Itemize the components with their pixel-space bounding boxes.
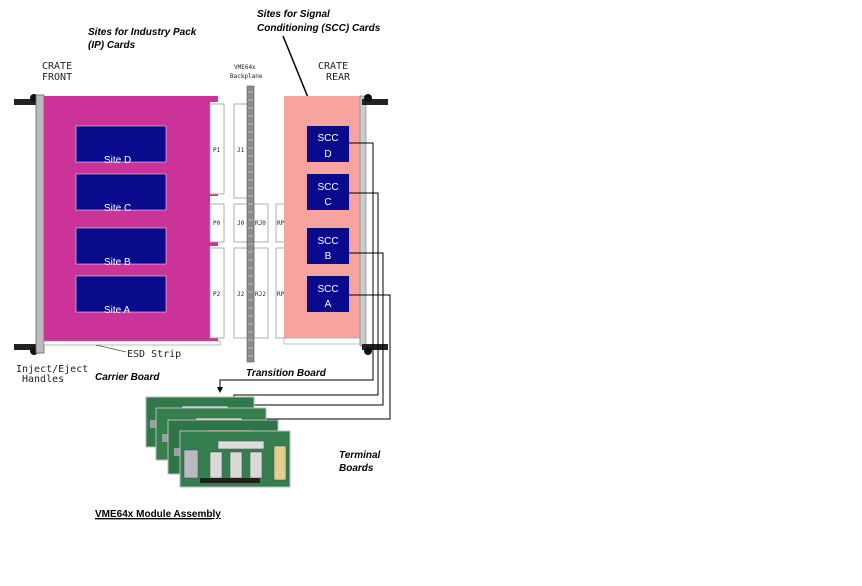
handles-label-line2: Handles	[22, 374, 64, 385]
cable-scc-d	[217, 142, 374, 393]
connector-j1-label: J1	[237, 147, 245, 154]
ip-site-c-label: Site C	[104, 203, 131, 214]
connector-p0	[209, 203, 225, 243]
scc-site-d	[307, 126, 349, 162]
scc-site-a-name: SCC	[317, 284, 338, 295]
ip-site-a-label: Site A	[104, 305, 130, 316]
scc-site-b-name: SCC	[317, 236, 338, 247]
connector-rp0-label: RP0	[277, 220, 288, 227]
scc-site-d-name: SCC	[317, 133, 338, 144]
terminal-board-4	[179, 430, 291, 488]
scc-site-list: SCC D SCC C SCC B SCC A	[307, 126, 349, 312]
connector-rj0-label: RJ0	[255, 220, 266, 227]
connector-j0-label: J0	[237, 220, 245, 227]
ip-site-d	[75, 125, 167, 163]
crate-rear-line1: CRATE	[318, 61, 348, 72]
backplane-strip	[246, 85, 255, 363]
scc-site-c-letter: C	[324, 197, 331, 208]
connector-p2-label: P2	[213, 291, 221, 298]
crate-front-line1: CRATE	[42, 61, 72, 72]
assembly-caption: VME64x Module Assembly	[95, 509, 221, 520]
crate-rear-line2: REAR	[326, 72, 351, 83]
scc-sites-label-line2: Conditioning (SCC) Cards	[257, 23, 381, 34]
ip-site-d-label: Site D	[104, 155, 131, 166]
connector-p1	[209, 103, 225, 195]
connector-rp2-label: RP2	[277, 291, 288, 298]
backplane-ticks	[248, 91, 253, 357]
scc-sites-label-line1: Sites for Signal	[257, 9, 330, 20]
backplane: J1 J0 RJ0 J2 RJ2	[233, 85, 269, 363]
esd-strip	[43, 340, 221, 346]
esd-strip-label: ESD Strip	[127, 349, 181, 360]
scc-site-a-letter: A	[325, 299, 332, 310]
carrier-connectors: P1 P0 P2	[209, 103, 225, 339]
ip-site-list: Site D Site C Site B Site A	[75, 125, 167, 316]
connector-p1-label: P1	[213, 147, 221, 154]
scc-site-b	[307, 228, 349, 264]
connector-rj2-label: RJ2	[255, 291, 266, 298]
ip-site-b-label: Site B	[104, 257, 131, 268]
ip-site-a	[75, 275, 167, 313]
ip-site-b	[75, 227, 167, 265]
backplane-label-line2: Backplane	[230, 73, 263, 80]
crate-front-line2: FRONT	[42, 72, 72, 83]
backplane-label-line1: VME64x	[234, 64, 256, 71]
carrier-board-label: Carrier Board	[95, 372, 160, 383]
scc-site-b-letter: B	[325, 251, 332, 262]
ip-site-c	[75, 173, 167, 211]
ip-sites-label-line2: (IP) Cards	[88, 40, 136, 51]
connector-j2-label: J2	[237, 291, 245, 298]
ip-sites-label-line1: Sites for Industry Pack	[88, 27, 197, 38]
connector-p0-label: P0	[213, 220, 221, 227]
scc-site-c	[307, 174, 349, 210]
handles-label-line1: Inject/Eject	[16, 364, 88, 375]
scc-site-d-letter: D	[324, 149, 331, 160]
scc-site-a	[307, 276, 349, 312]
esd-strip-leader	[95, 344, 127, 353]
terminal-boards-label-line1: Terminal	[339, 450, 381, 461]
connector-p2	[209, 247, 225, 339]
scc-site-c-name: SCC	[317, 182, 338, 193]
transition-board-label: Transition Board	[246, 368, 327, 379]
terminal-board-stack	[145, 396, 291, 488]
terminal-boards-label-line2: Boards	[339, 463, 374, 474]
